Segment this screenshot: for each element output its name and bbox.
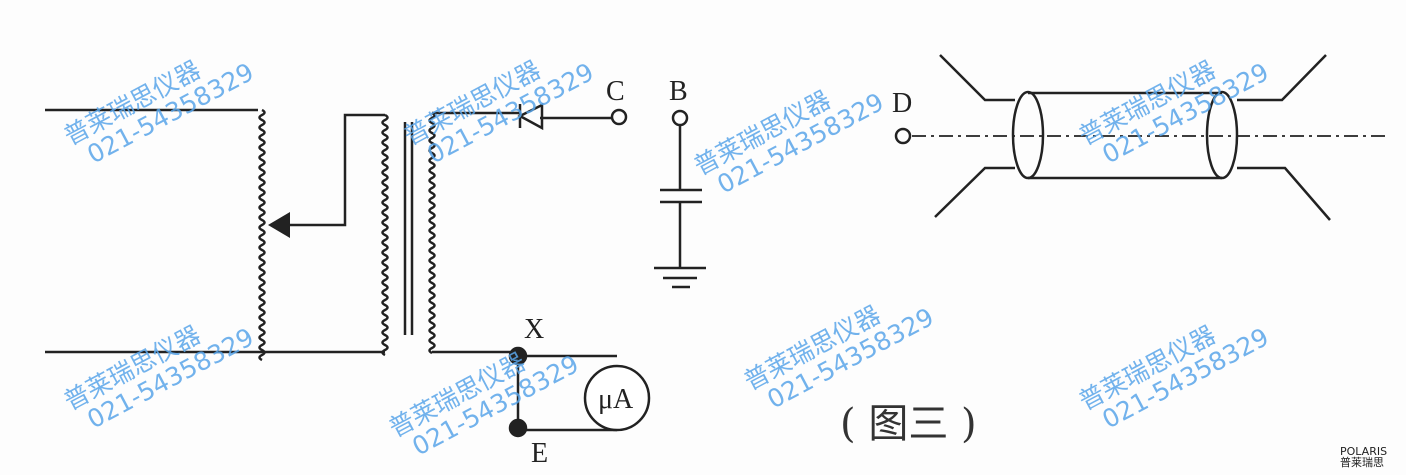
flare-lines [934, 54, 1331, 221]
label-b: B [669, 76, 688, 107]
diode-icon [517, 102, 544, 131]
cylinder-right-end [1205, 90, 1239, 180]
autotransformer-coil [258, 108, 266, 362]
figure-caption: ( 图三 ) [840, 401, 977, 447]
transformer-core [403, 122, 414, 335]
microammeter [583, 364, 651, 432]
wiper-lead [288, 113, 385, 227]
logo-brand: POLARIS [1340, 445, 1388, 458]
right-figure: D ( 图三 ) [840, 54, 1388, 447]
secondary-wires [432, 111, 617, 432]
label-x: X [524, 314, 544, 345]
label-d: D [892, 88, 912, 119]
left-circuit: μA C B X E [45, 76, 706, 469]
secondary-coil [428, 111, 436, 355]
input-wires [45, 108, 385, 354]
terminal-d [894, 127, 912, 145]
label-c: C [606, 76, 625, 107]
ground-icon [654, 266, 706, 289]
wiper-arrow [268, 212, 290, 238]
node-x [508, 346, 528, 366]
node-e [508, 418, 528, 438]
capacitor-lead [660, 125, 702, 268]
cylinder-left-end [1011, 90, 1045, 180]
terminal-c [610, 108, 628, 126]
meter-label: μA [598, 384, 634, 415]
label-e: E [531, 438, 548, 469]
primary-coil [381, 113, 389, 357]
cylinder-body [1028, 91, 1222, 180]
terminal-b [671, 109, 689, 127]
logo-cn: 普莱瑞思 [1340, 456, 1384, 469]
